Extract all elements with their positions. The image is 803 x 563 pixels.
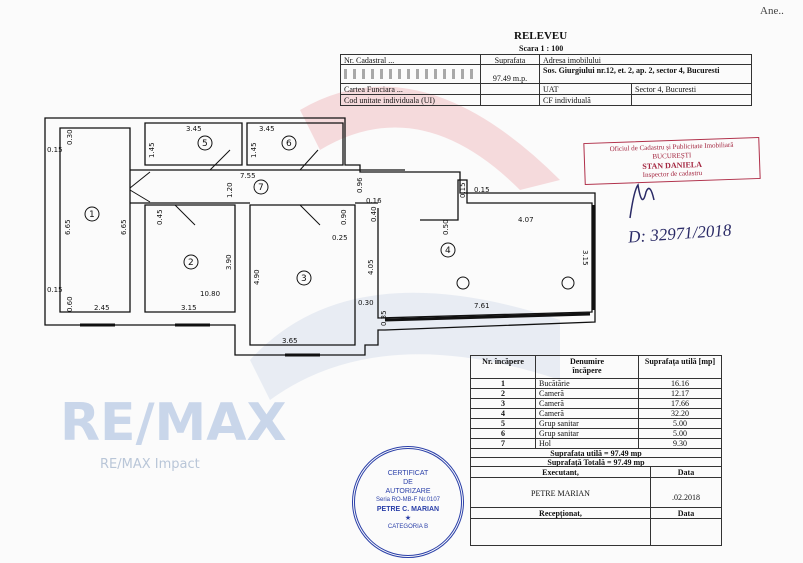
dim-label: 0.25 [332,234,348,242]
watermark-logo: RE/MAX [60,393,287,453]
dim-label: 0.45 [156,209,164,225]
col-header-name: Denumire încăpere [535,355,639,379]
receptionat-date-empty [650,518,722,546]
document-title: RELEVEU [514,30,568,42]
room-number-5: 5 [202,139,208,149]
signature [629,183,655,219]
dim-label: 0.90 [340,209,348,225]
seal-line: CATEGORIA B [387,524,429,530]
dim-label: 6.65 [64,219,72,235]
executant-date: .02.2018 [650,477,722,508]
dim-label: 7.61 [474,302,490,310]
dimension-labels: 3.45 3.45 1.45 1.45 7.55 1.20 0.96 0.16 … [47,125,589,345]
walls [44,117,596,356]
dim-label: 3.15 [181,304,197,312]
seal-line: Seria RO-MB-F Nr.0107 [375,497,441,503]
dim-label: 4.05 [367,259,375,275]
authorization-seal: CERTIFICAT DE AUTORIZARE Seria RO-MB-F N… [352,446,464,558]
dim-label: 0.16 [366,197,382,205]
dim-label: 4.07 [518,216,534,224]
room-number-4: 4 [445,246,451,256]
dim-label: 0.30 [358,299,374,307]
dim-label: 1.45 [148,142,156,158]
doors [129,149,321,226]
watermark-text: RE/MAX Impact [100,457,200,472]
star-icon: ★ [404,515,412,522]
dim-label: 3.45 [259,125,275,133]
dim-label: 0.96 [356,177,364,193]
dim-label: 1.20 [226,182,234,198]
room-number-1: 1 [89,210,95,220]
dim-label: 0.15 [47,146,63,154]
dim-label: 3.45 [186,125,202,133]
dim-label: 3.65 [282,337,298,345]
dim-label: 0.15 [474,186,490,194]
room-numbers: 1 2 3 4 5 6 7 [89,139,451,284]
room-number-3: 3 [301,274,307,284]
dim-label: 3.15 [581,250,589,266]
col-header-nr: Nr. încăpere [470,355,536,379]
dim-label: 2.45 [94,304,110,312]
scale-label: Scara 1 : 100 [519,44,564,53]
dim-label: 4.90 [253,269,261,285]
executant-name: PETRE MARIAN [470,477,651,508]
seal-line: CERTIFICAT [387,470,429,477]
windows [80,205,596,357]
empty-cell [631,94,752,106]
annex-label: Ane.. [760,5,784,17]
dim-label: 0.35 [380,310,388,326]
dim-label: 0.30 [66,129,74,145]
col-header-area: Suprafața utilă [mp] [638,355,722,379]
dim-label: 0.15 [459,182,467,198]
dim-label: 0.40 [370,206,378,222]
seal-line: AUTORIZARE [385,488,431,495]
dim-label: 7.55 [240,172,256,180]
dim-label: 0.15 [47,286,63,294]
dim-label: 3.90 [225,254,233,270]
seal-name: PETRE C. MARIAN [376,506,440,513]
dim-label: 6.65 [120,219,128,235]
room-number-7: 7 [258,183,264,193]
room-number-2: 2 [188,258,194,268]
seal-line: DE [403,479,413,486]
receptionat-empty [470,518,651,546]
dim-label: 0.60 [66,296,74,312]
dim-label: 1.45 [250,142,258,158]
dim-label: 10.80 [200,290,220,298]
dim-label: 0.50 [442,219,450,235]
room-number-6: 6 [286,139,292,149]
